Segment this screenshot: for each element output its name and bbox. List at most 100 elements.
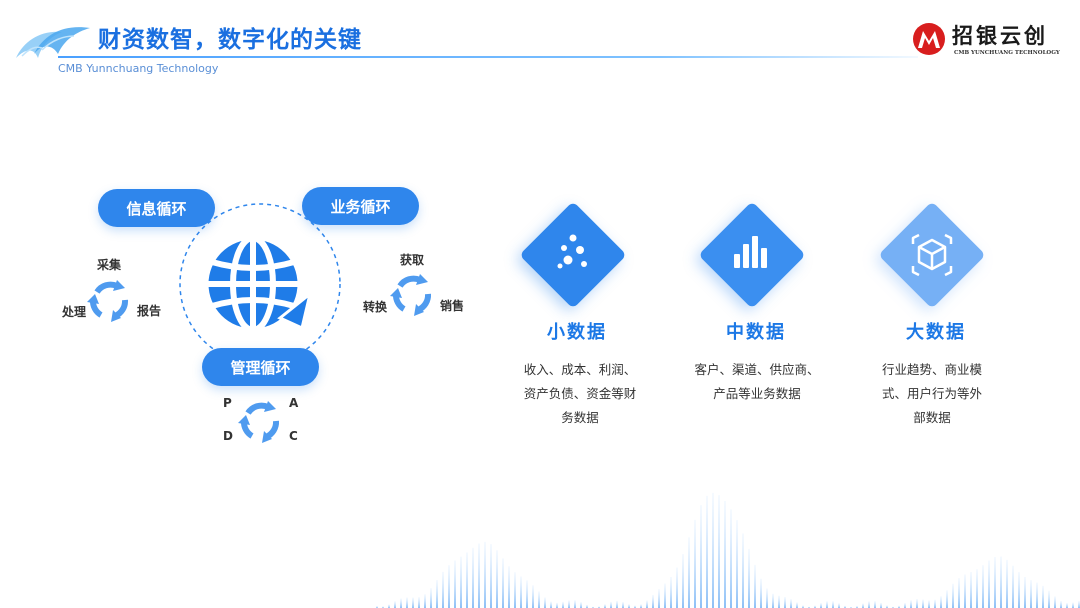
- card-title: 中数据: [726, 322, 786, 343]
- wave-bar: [556, 602, 558, 608]
- wave-bar: [514, 572, 516, 608]
- wave-bar: [688, 537, 690, 608]
- wave-bar: [862, 603, 864, 608]
- pdca-label: P: [223, 396, 232, 410]
- wave-bar: [592, 606, 594, 608]
- wave-bar: [562, 601, 564, 608]
- wave-bar: [874, 601, 876, 608]
- wave-bar: [610, 601, 612, 608]
- cycle-arrows-icon: [87, 280, 129, 322]
- wave-bar: [496, 550, 498, 608]
- wave-bar: [1018, 572, 1020, 608]
- card-title: 小数据: [547, 322, 607, 343]
- wave-bar: [550, 601, 552, 608]
- wave-bar: [868, 601, 870, 608]
- wave-bar: [910, 600, 912, 608]
- dolphin-logo-icon: [16, 27, 90, 58]
- wave-bar: [772, 593, 774, 608]
- wave-bar: [838, 603, 840, 608]
- wave-bar: [832, 601, 834, 608]
- management-cycle-pill: 管理循环: [202, 348, 319, 386]
- wave-bar: [682, 554, 684, 608]
- wave-bar: [946, 590, 948, 608]
- wave-bar: [934, 599, 936, 608]
- business-cycle-pill: 业务循环: [302, 187, 419, 225]
- wave-bar: [472, 547, 474, 608]
- business-step-label: 获取: [400, 253, 425, 267]
- wave-bar: [670, 576, 672, 608]
- wave-bar: [760, 578, 762, 608]
- dots-icon: [557, 234, 587, 269]
- pdca-label: D: [223, 429, 233, 443]
- wave-bar: [694, 519, 696, 608]
- wave-bar: [730, 509, 732, 608]
- bar-chart-icon: [734, 236, 767, 268]
- wave-bar: [820, 603, 822, 608]
- medium-data-diamond: [697, 200, 807, 310]
- wave-bar: [814, 605, 816, 608]
- wave-bar: [586, 604, 588, 608]
- pdca-label: C: [289, 429, 298, 443]
- business-step-label: 转换: [363, 300, 388, 314]
- header-divider: [58, 56, 918, 58]
- wave-bar: [706, 495, 708, 608]
- wave-bar: [520, 576, 522, 608]
- wave-bar: [376, 606, 378, 608]
- wave-bar: [532, 585, 534, 608]
- card-title: 大数据: [906, 322, 966, 343]
- wave-bar: [424, 594, 426, 608]
- page-title: 财资数智，数字化的关键: [98, 27, 362, 53]
- wave-bar: [928, 600, 930, 608]
- wave-bar: [886, 605, 888, 608]
- wave-bar: [580, 602, 582, 608]
- wave-bar: [940, 596, 942, 608]
- wave-bar: [406, 597, 408, 608]
- dashed-ring: [179, 203, 341, 365]
- wave-bar: [640, 604, 642, 608]
- wave-bar: [724, 500, 726, 608]
- wave-bar: [808, 606, 810, 608]
- cycle-arrows-icon: [238, 401, 280, 443]
- wave-bar: [1066, 603, 1068, 608]
- wave-bar: [994, 556, 996, 608]
- wave-bar: [454, 560, 456, 608]
- wave-bar: [796, 602, 798, 608]
- wave-bar: [466, 552, 468, 608]
- wave-bar: [922, 599, 924, 608]
- wave-bar: [388, 604, 390, 608]
- wave-bar: [982, 565, 984, 608]
- wave-bar: [418, 597, 420, 608]
- wave-bar: [766, 588, 768, 608]
- wave-bar: [664, 583, 666, 608]
- wave-bar: [1078, 600, 1080, 608]
- wave-bar: [1012, 565, 1014, 608]
- wave-bar: [880, 602, 882, 608]
- wave-bar: [448, 565, 450, 608]
- wave-bar: [442, 571, 444, 608]
- globe-icon: [205, 235, 313, 333]
- wave-bar: [538, 591, 540, 608]
- wave-bar: [748, 548, 750, 608]
- cube-icon: [911, 233, 953, 277]
- wave-bar: [976, 569, 978, 608]
- wave-bar: [1042, 585, 1044, 608]
- wave-bar: [964, 574, 966, 608]
- wave-bar: [622, 602, 624, 608]
- wave-bar: [658, 589, 660, 608]
- wave-bar: [754, 564, 756, 608]
- wave-bar: [574, 600, 576, 608]
- wave-bar: [952, 583, 954, 608]
- info-step-label: 采集: [97, 258, 122, 272]
- wave-bar: [802, 605, 804, 608]
- pdca-label: A: [289, 396, 299, 410]
- wave-bar: [898, 605, 900, 608]
- wave-bar: [1006, 559, 1008, 608]
- wave-bar: [508, 566, 510, 608]
- wave-bar: [544, 597, 546, 608]
- card-description: 客户、渠道、供应商、产品等业务数据: [694, 362, 820, 401]
- info-step-label: 报告: [137, 304, 162, 318]
- wave-bar: [712, 492, 714, 608]
- wave-bar: [628, 604, 630, 608]
- wave-bar: [568, 600, 570, 608]
- card-description: 收入、成本、利润、资产负债、资金等财务数据: [523, 362, 637, 425]
